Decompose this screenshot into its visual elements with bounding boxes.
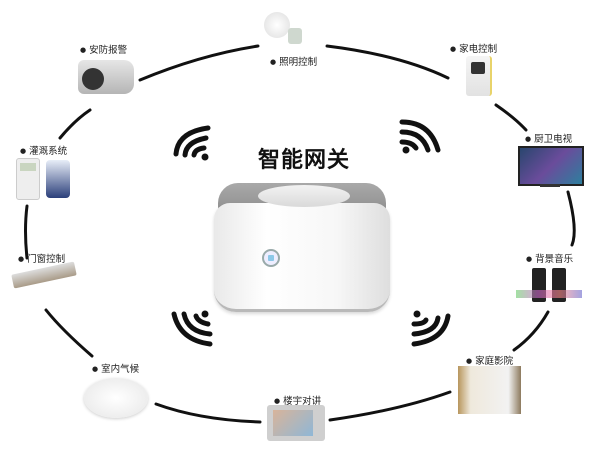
light-bulb-icon [264, 12, 290, 38]
node-climate-label: 室内气候 [92, 361, 139, 375]
node-kitchen-tv-label: 厨卫电视 [525, 131, 572, 145]
node-security-label: 安防报警 [80, 42, 127, 56]
wifi-icon [399, 119, 441, 154]
home-theater-icon [458, 366, 521, 414]
wifi-icon [171, 310, 213, 347]
irrigation-timer-icon [16, 158, 40, 200]
smart-gateway-device [214, 183, 390, 313]
node-music-label: 背景音乐 [526, 251, 573, 265]
appliance-controller-icon [466, 56, 492, 96]
node-appliance-label: 家电控制 [450, 41, 497, 55]
tv-icon [518, 146, 584, 186]
node-lighting-label: 照明控制 [270, 54, 317, 68]
ceiling-sensor-icon [84, 378, 148, 418]
power-button-icon [262, 249, 280, 267]
video-intercom-icon [267, 405, 325, 441]
node-irrigation-label: 灌溉系统 [20, 143, 67, 157]
page-title: 智能网关 [258, 148, 351, 173]
security-camera-icon [78, 60, 134, 94]
node-intercom-label: 楼宇对讲 [274, 393, 321, 407]
wifi-icon [173, 125, 211, 161]
node-theater-label: 家庭影院 [466, 353, 513, 367]
node-window-label: 门窗控制 [18, 251, 65, 265]
wifi-icon [411, 310, 451, 347]
